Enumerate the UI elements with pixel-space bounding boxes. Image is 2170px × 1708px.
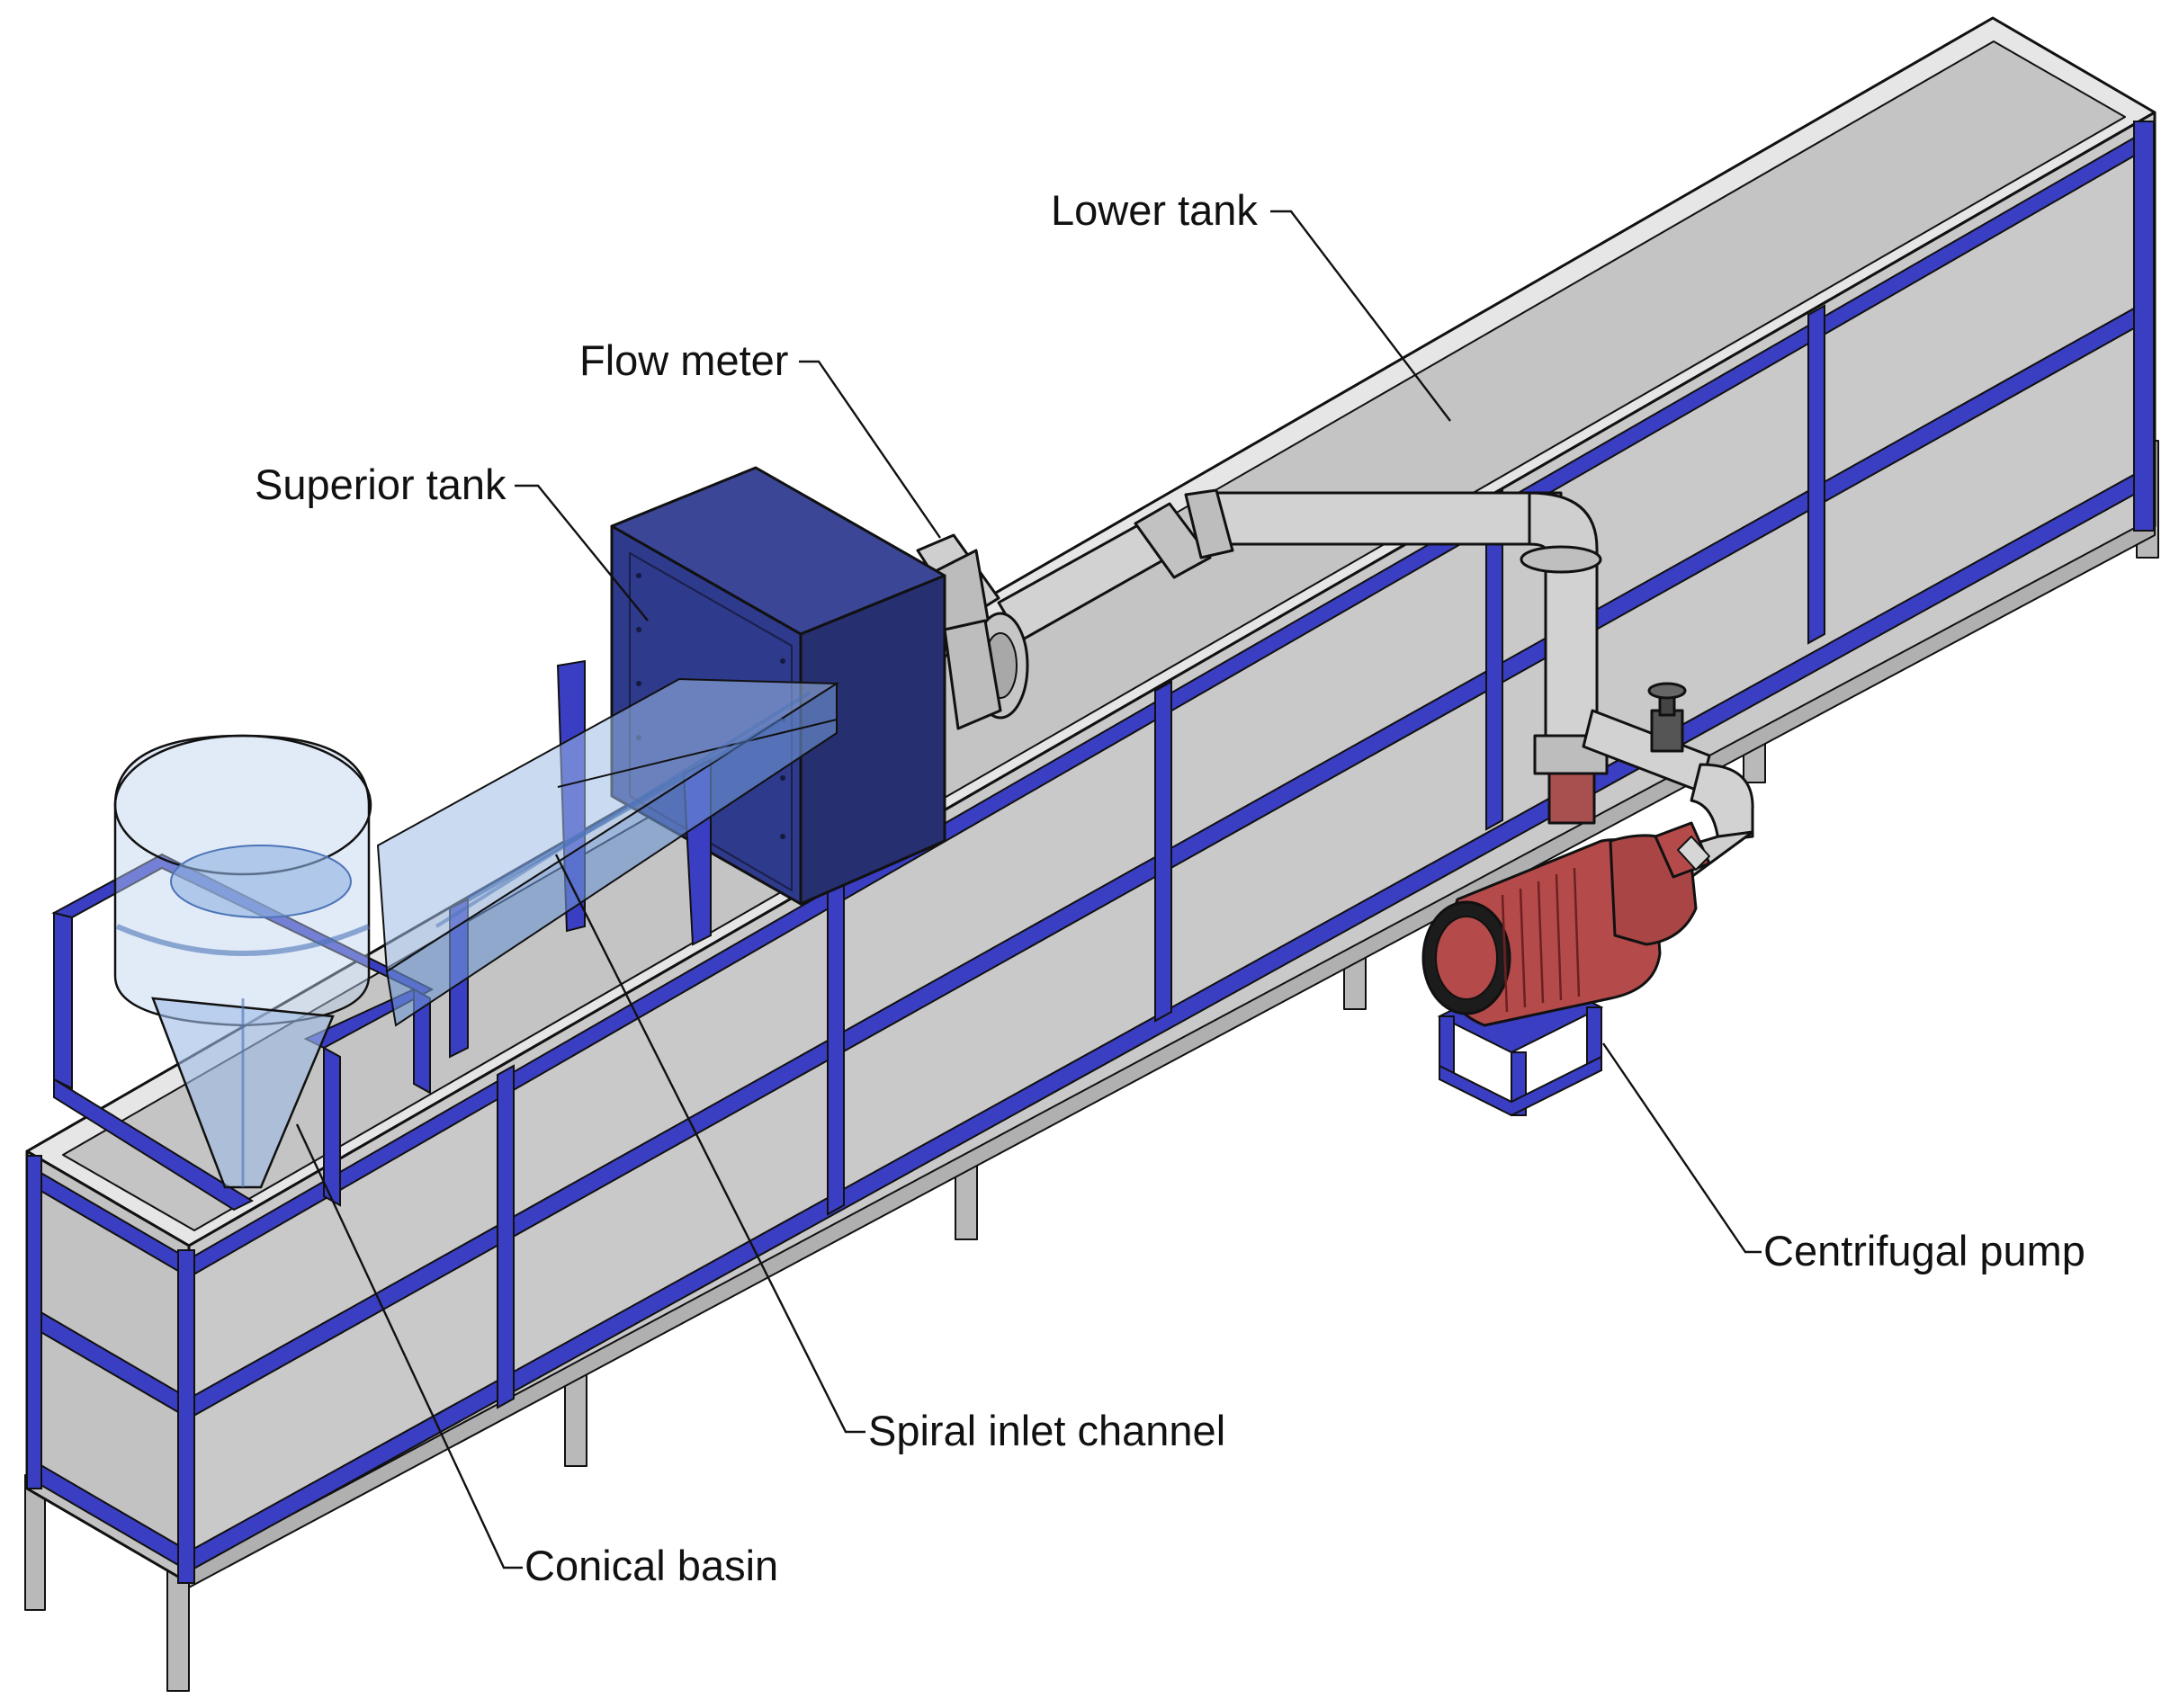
centrifugal-pump [1421,821,1711,1117]
label-superior-tank: Superior tank [255,461,507,508]
label-flow-meter: Flow meter [579,336,788,384]
return-pipe [997,488,1754,879]
leader-lines [295,210,1762,1569]
label-lower-tank: Lower tank [1051,186,1258,234]
spiral-inlet-channel [376,677,840,1027]
conical-basin [113,734,372,1189]
label-centrifugal-pump: Centrifugal pump [1763,1227,2085,1274]
label-conical-basin: Conical basin [525,1542,778,1589]
label-spiral-inlet-channel: Spiral inlet channel [868,1407,1225,1454]
